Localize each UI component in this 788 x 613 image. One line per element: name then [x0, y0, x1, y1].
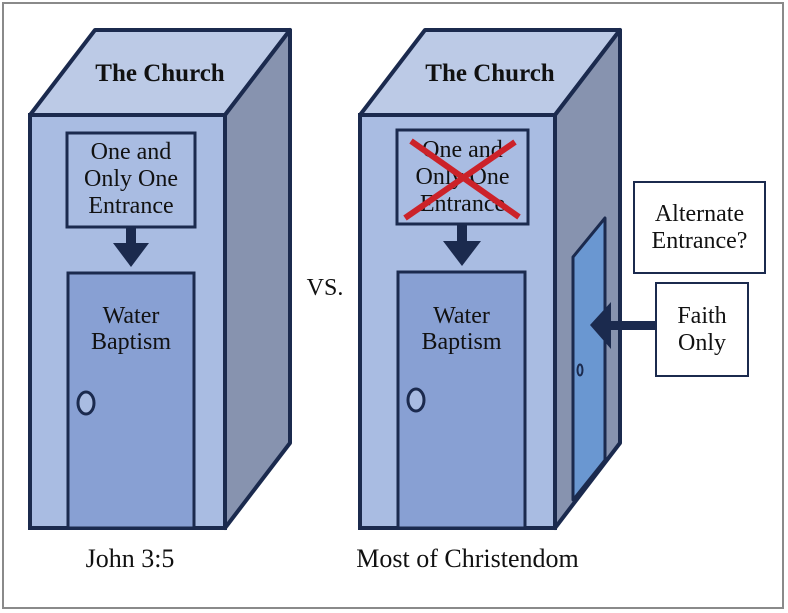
right-door-line-2: Baptism — [421, 329, 502, 355]
right-building — [358, 28, 657, 530]
side-door — [571, 216, 607, 502]
left-door-line-1: Water — [102, 303, 160, 329]
right-roof-title: The Church — [425, 60, 555, 87]
left-door-knob — [76, 390, 96, 416]
left-sign-line-1: One and — [90, 139, 172, 165]
faith-only-callout: Faith Only — [655, 282, 749, 377]
alternate-line-2: Entrance? — [651, 227, 748, 254]
right-caption: Most of Christendom — [356, 544, 579, 573]
left-sign-box — [65, 131, 197, 229]
left-sign-line-2: Only One — [84, 166, 178, 192]
right-door-label: Water Baptism — [398, 303, 525, 355]
right-door-knob — [406, 387, 426, 413]
alternate-entrance-callout: Alternate Entrance? — [633, 181, 766, 274]
left-building — [28, 28, 292, 530]
left-sign-line-3: Entrance — [88, 193, 174, 219]
faith-only-line-1: Faith — [677, 302, 727, 329]
faith-only-line-2: Only — [678, 329, 726, 356]
right-sign-text: One and Only One Entrance — [397, 137, 528, 218]
right-down-arrow-icon — [443, 224, 481, 266]
right-sign-line-2: Only One — [415, 164, 510, 190]
side-door-knob — [576, 363, 584, 377]
vs-label: VS. — [306, 275, 344, 301]
left-down-arrow-icon — [113, 227, 149, 267]
alternate-line-1: Alternate — [654, 200, 745, 227]
left-door-line-2: Baptism — [90, 329, 171, 355]
right-sign-line-3: Entrance — [419, 191, 506, 217]
left-door — [66, 271, 196, 530]
left-caption: John 3:5 — [85, 544, 175, 573]
left-roof-title: The Church — [95, 60, 225, 87]
right-door-line-1: Water — [433, 303, 490, 329]
left-door-label: Water Baptism — [68, 303, 194, 355]
left-sign-text: One and Only One Entrance — [67, 139, 195, 220]
left-side-wall — [223, 28, 292, 530]
faith-only-arrow-icon — [590, 302, 657, 349]
right-sign-line-1: One and — [422, 137, 503, 163]
